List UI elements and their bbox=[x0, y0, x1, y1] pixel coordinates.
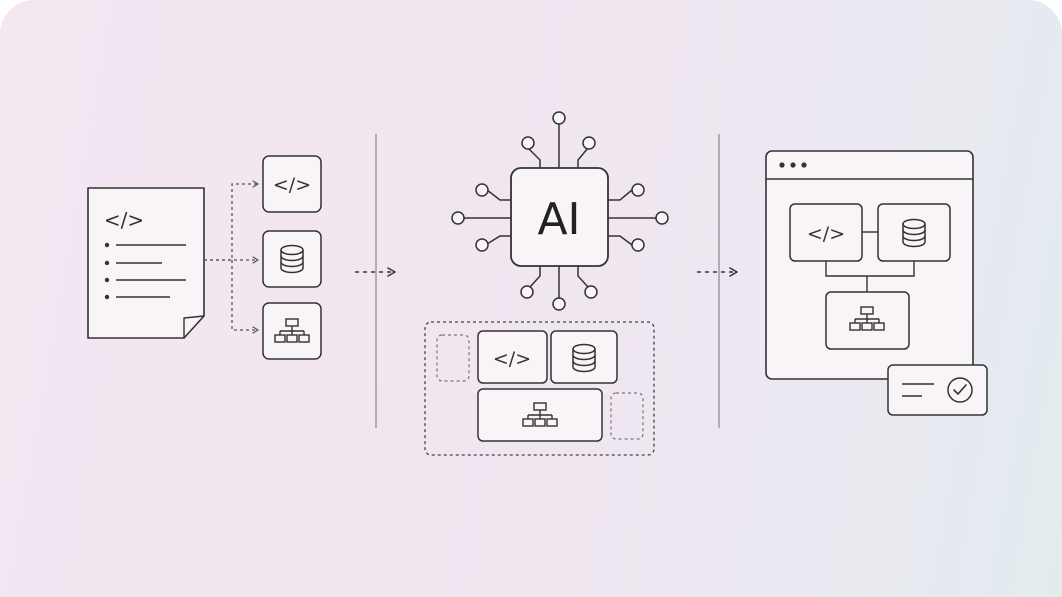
database-box bbox=[262, 230, 322, 288]
code-box: </> bbox=[262, 155, 322, 213]
window-hierarchy-block bbox=[825, 291, 910, 350]
ai-workspace: </> bbox=[424, 321, 655, 456]
workspace-hierarchy-block bbox=[477, 388, 603, 442]
window-code-icon: </> bbox=[807, 223, 845, 245]
checkmark-icon bbox=[947, 377, 973, 403]
ai-chip-pins bbox=[451, 111, 669, 311]
window-connectors bbox=[825, 231, 915, 292]
ai-chip-label: AI bbox=[537, 194, 580, 245]
document-code-glyph: </> bbox=[104, 208, 144, 232]
browser-window-icon: </> bbox=[765, 150, 974, 380]
document-text-lines bbox=[104, 242, 186, 300]
workspace-code-icon: </> bbox=[493, 348, 531, 370]
code-icon: </> bbox=[273, 174, 311, 196]
window-code-block: </> bbox=[789, 203, 863, 262]
workspace-code-block: </> bbox=[477, 330, 548, 384]
ai-chip-icon: AI bbox=[510, 167, 609, 267]
workspace-database-block bbox=[550, 330, 618, 384]
hierarchy-box bbox=[262, 302, 322, 360]
window-database-block bbox=[877, 203, 951, 262]
source-document: </> bbox=[87, 187, 205, 339]
document-connectors bbox=[204, 180, 259, 334]
success-card bbox=[887, 364, 988, 416]
